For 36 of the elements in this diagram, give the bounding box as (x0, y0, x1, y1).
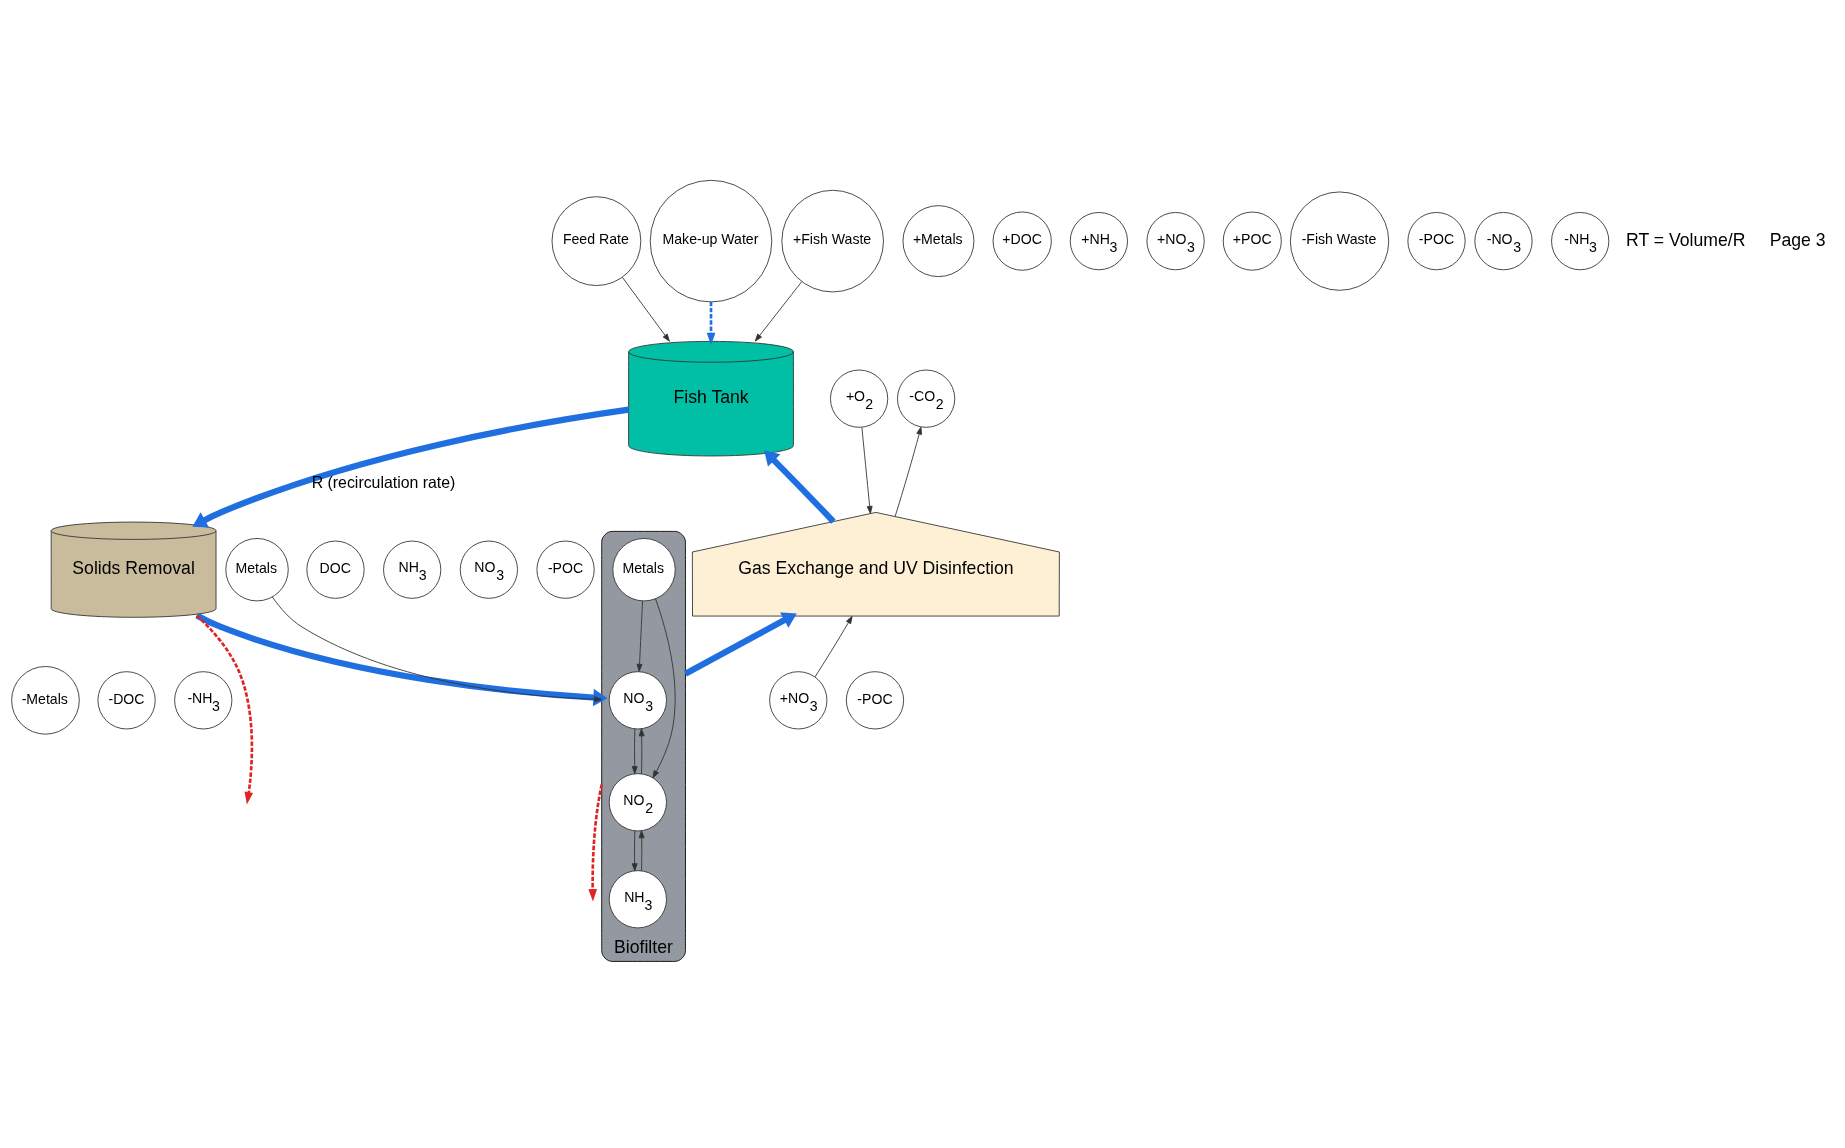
arrow (861, 426, 873, 514)
node-circle: DOC (306, 540, 365, 599)
arrow (195, 614, 254, 804)
label: Page 3 (1769, 229, 1826, 250)
arrow (764, 449, 836, 524)
node-circle: +Fish Waste (781, 189, 884, 292)
arrow (706, 301, 716, 345)
node-circle: -POC (845, 670, 905, 729)
arrow (894, 426, 922, 517)
node-circle: -POC (1407, 211, 1466, 270)
node-circle: +DOC (992, 211, 1052, 271)
arrow (652, 597, 676, 778)
label: RT = Volume/R (1626, 229, 1746, 250)
arrow (631, 830, 638, 871)
arrow (631, 727, 638, 774)
arrow (638, 727, 645, 774)
node-circle: +Metals (902, 204, 975, 277)
arrow (195, 612, 608, 706)
node-circle: -Fish Waste (1289, 191, 1390, 291)
node-circle: -POC (536, 540, 595, 599)
arrow (814, 615, 853, 677)
node-circle: Metals (612, 537, 676, 601)
arrow (638, 829, 645, 871)
node-circle: Make-up Water (649, 179, 773, 302)
arrow (588, 783, 603, 902)
arrow (636, 600, 643, 672)
arrow (683, 612, 797, 676)
arrow (622, 276, 670, 342)
node-circle: -DOC (97, 670, 156, 729)
node-circle: -Metals (11, 665, 80, 735)
node-circle: Feed Rate (551, 195, 642, 286)
arrow (192, 406, 629, 528)
node-circle: Metals (225, 537, 289, 601)
node-circle: +POC (1222, 211, 1282, 271)
arrow (754, 280, 803, 342)
arrow (271, 596, 603, 702)
